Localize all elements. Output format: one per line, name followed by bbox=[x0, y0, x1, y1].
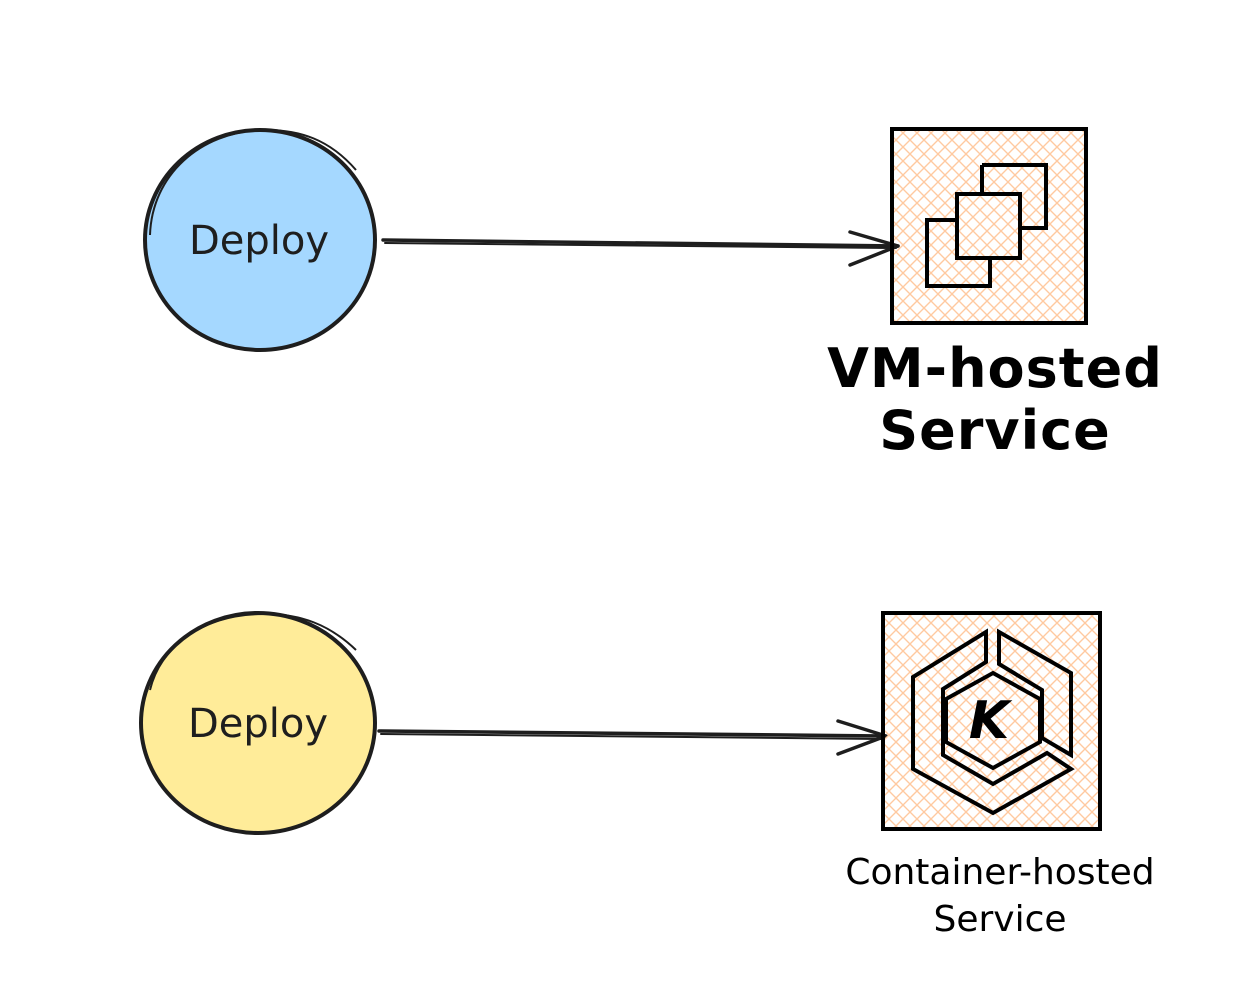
deploy-node-top-label: Deploy bbox=[189, 218, 329, 264]
container-service-caption: Container-hosted Service bbox=[800, 850, 1200, 944]
vm-service-caption-line2: Service bbox=[879, 399, 1111, 463]
container-service-caption-line2: Service bbox=[933, 898, 1067, 940]
container-service-caption-line1: Container-hosted bbox=[845, 852, 1155, 893]
vm-stack-icon bbox=[925, 163, 1048, 288]
vm-service-caption-line1: VM-hosted bbox=[827, 337, 1163, 400]
arrow-top bbox=[381, 230, 900, 267]
arrow-bottom bbox=[377, 719, 888, 756]
vm-service-box[interactable] bbox=[890, 127, 1088, 325]
kubernetes-hexagon-icon bbox=[911, 628, 1075, 816]
deploy-node-top[interactable]: Deploy bbox=[143, 128, 377, 352]
deploy-node-bottom[interactable]: Deploy bbox=[139, 611, 377, 835]
deploy-node-bottom-label: Deploy bbox=[188, 701, 328, 747]
kubernetes-letter: K bbox=[969, 691, 1013, 751]
container-service-box[interactable]: K bbox=[881, 611, 1102, 831]
vm-service-caption: VM-hosted Service bbox=[820, 337, 1170, 463]
